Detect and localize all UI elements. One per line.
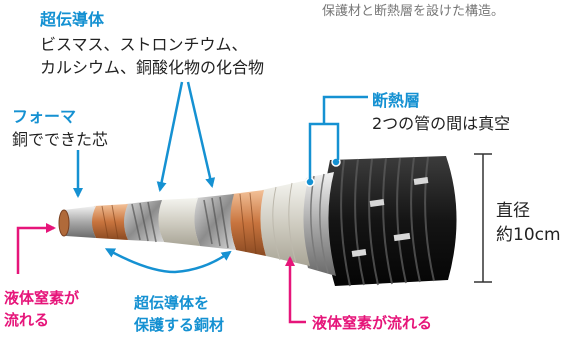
diameter-bracket xyxy=(474,153,492,283)
nitrogen-left-arrow xyxy=(16,223,56,274)
nitrogen-left-line2: 流れる xyxy=(4,311,50,329)
insulation-bracket xyxy=(308,95,368,180)
protect-line2: 保護する銅材 xyxy=(134,316,225,334)
insulation-title: 断熱層 xyxy=(372,91,421,110)
outer-black-pipe xyxy=(324,156,457,287)
copper-layers xyxy=(91,190,266,256)
tape-layer xyxy=(259,180,310,266)
protect-arrow xyxy=(104,248,232,274)
superconductor-title: 超伝導体 xyxy=(40,10,105,29)
superconductor-desc-line1: ビスマス、ストロンチウム、 xyxy=(40,35,248,54)
former-title: フォーマ xyxy=(12,107,77,126)
top-note: 保護材と断熱層を設けた構造。 xyxy=(322,4,505,19)
insulation-desc: 2つの管の間は真空 xyxy=(372,114,511,133)
former-desc: 銅でできた芯 xyxy=(12,130,109,149)
former-core xyxy=(58,206,96,238)
diameter-value: 約10cm xyxy=(496,225,561,245)
superconductor-desc-line2: カルシウム、銅酸化物の化合物 xyxy=(40,58,265,77)
inner-silver-pipe xyxy=(301,172,336,276)
superconductor-arrows xyxy=(156,81,216,192)
nitrogen-left-line1: 液体窒素が xyxy=(4,289,80,307)
nitrogen-right-arrow xyxy=(285,256,306,324)
protect-line1: 超伝導体を xyxy=(134,294,210,312)
diameter-label: 直径 xyxy=(496,201,530,221)
nitrogen-right-label: 液体窒素が流れる xyxy=(312,314,433,332)
